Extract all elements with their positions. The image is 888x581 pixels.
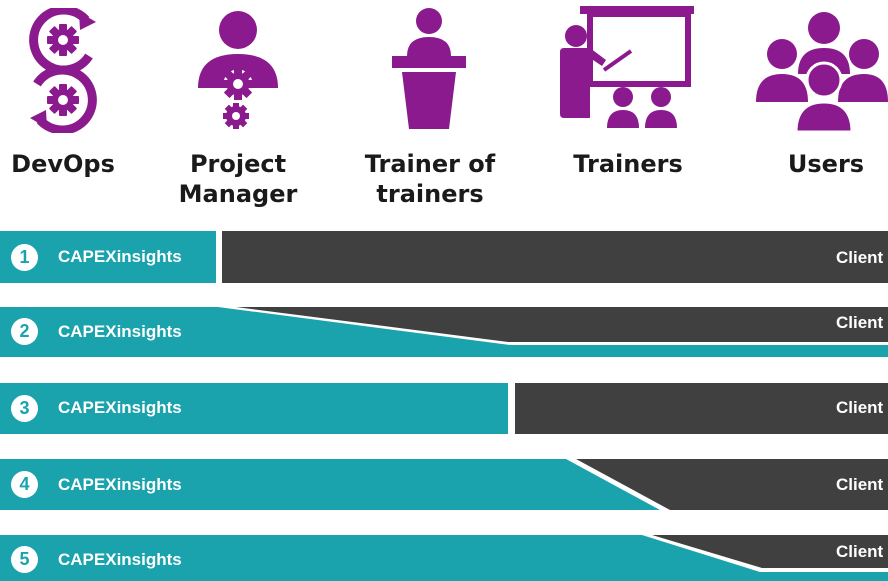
row-1-number-badge: 1: [11, 244, 38, 271]
row-2-client-label: Client: [836, 313, 884, 332]
row-1-client-band: [222, 231, 888, 283]
role-label-line2: Manager: [178, 180, 298, 208]
role-label-project-manager: Project Manager: [153, 149, 323, 209]
role-label-line1: Trainers: [573, 150, 683, 178]
row-2-client-band: [236, 307, 888, 342]
role-label-trainers: Trainers: [543, 149, 713, 179]
role-label-devops: DevOps: [0, 149, 148, 179]
row-4-client-band: [576, 459, 888, 510]
row-3-client-band: [515, 383, 888, 434]
row-1-capex-label: CAPEXinsights: [58, 247, 182, 266]
row-5-number-badge: 5: [11, 546, 38, 573]
row-5-capex-label: CAPEXinsights: [58, 550, 182, 569]
user-group-icon: [756, 12, 888, 132]
row-4-number-badge: 4: [11, 471, 38, 498]
project-manager-icon: [198, 11, 278, 129]
row-4-capex-band: [0, 459, 660, 510]
role-label-line1: Trainer of: [364, 150, 496, 178]
presentation-board-icon: [560, 6, 694, 128]
row-5-capex-band: [0, 535, 888, 581]
row-3-capex-band: [0, 383, 508, 434]
role-label-line1: Project: [189, 150, 287, 178]
row-2-capex-band: [0, 307, 888, 357]
row-1-client-label: Client: [836, 248, 884, 267]
role-label-line2: trainers: [376, 180, 484, 208]
role-label-line1: Users: [787, 150, 865, 178]
devops-gears-icon: [29, 8, 97, 133]
row-2-number-badge: 2: [11, 318, 38, 345]
row-3-client-label: Client: [836, 398, 884, 417]
row-3-number-badge: 3: [11, 395, 38, 422]
row-5-client-label: Client: [836, 542, 884, 561]
row-4-client-label: Client: [836, 475, 884, 494]
role-label-line1: DevOps: [11, 150, 115, 178]
role-label-trainer-of-trainers: Trainer of trainers: [345, 149, 515, 209]
row-3-capex-label: CAPEXinsights: [58, 398, 182, 417]
row-4-capex-label: CAPEXinsights: [58, 475, 182, 494]
role-label-users: Users: [741, 149, 888, 179]
row-5-client-band: [652, 535, 888, 568]
row-2-capex-label: CAPEXinsights: [58, 322, 182, 341]
podium-speaker-icon: [392, 8, 466, 129]
